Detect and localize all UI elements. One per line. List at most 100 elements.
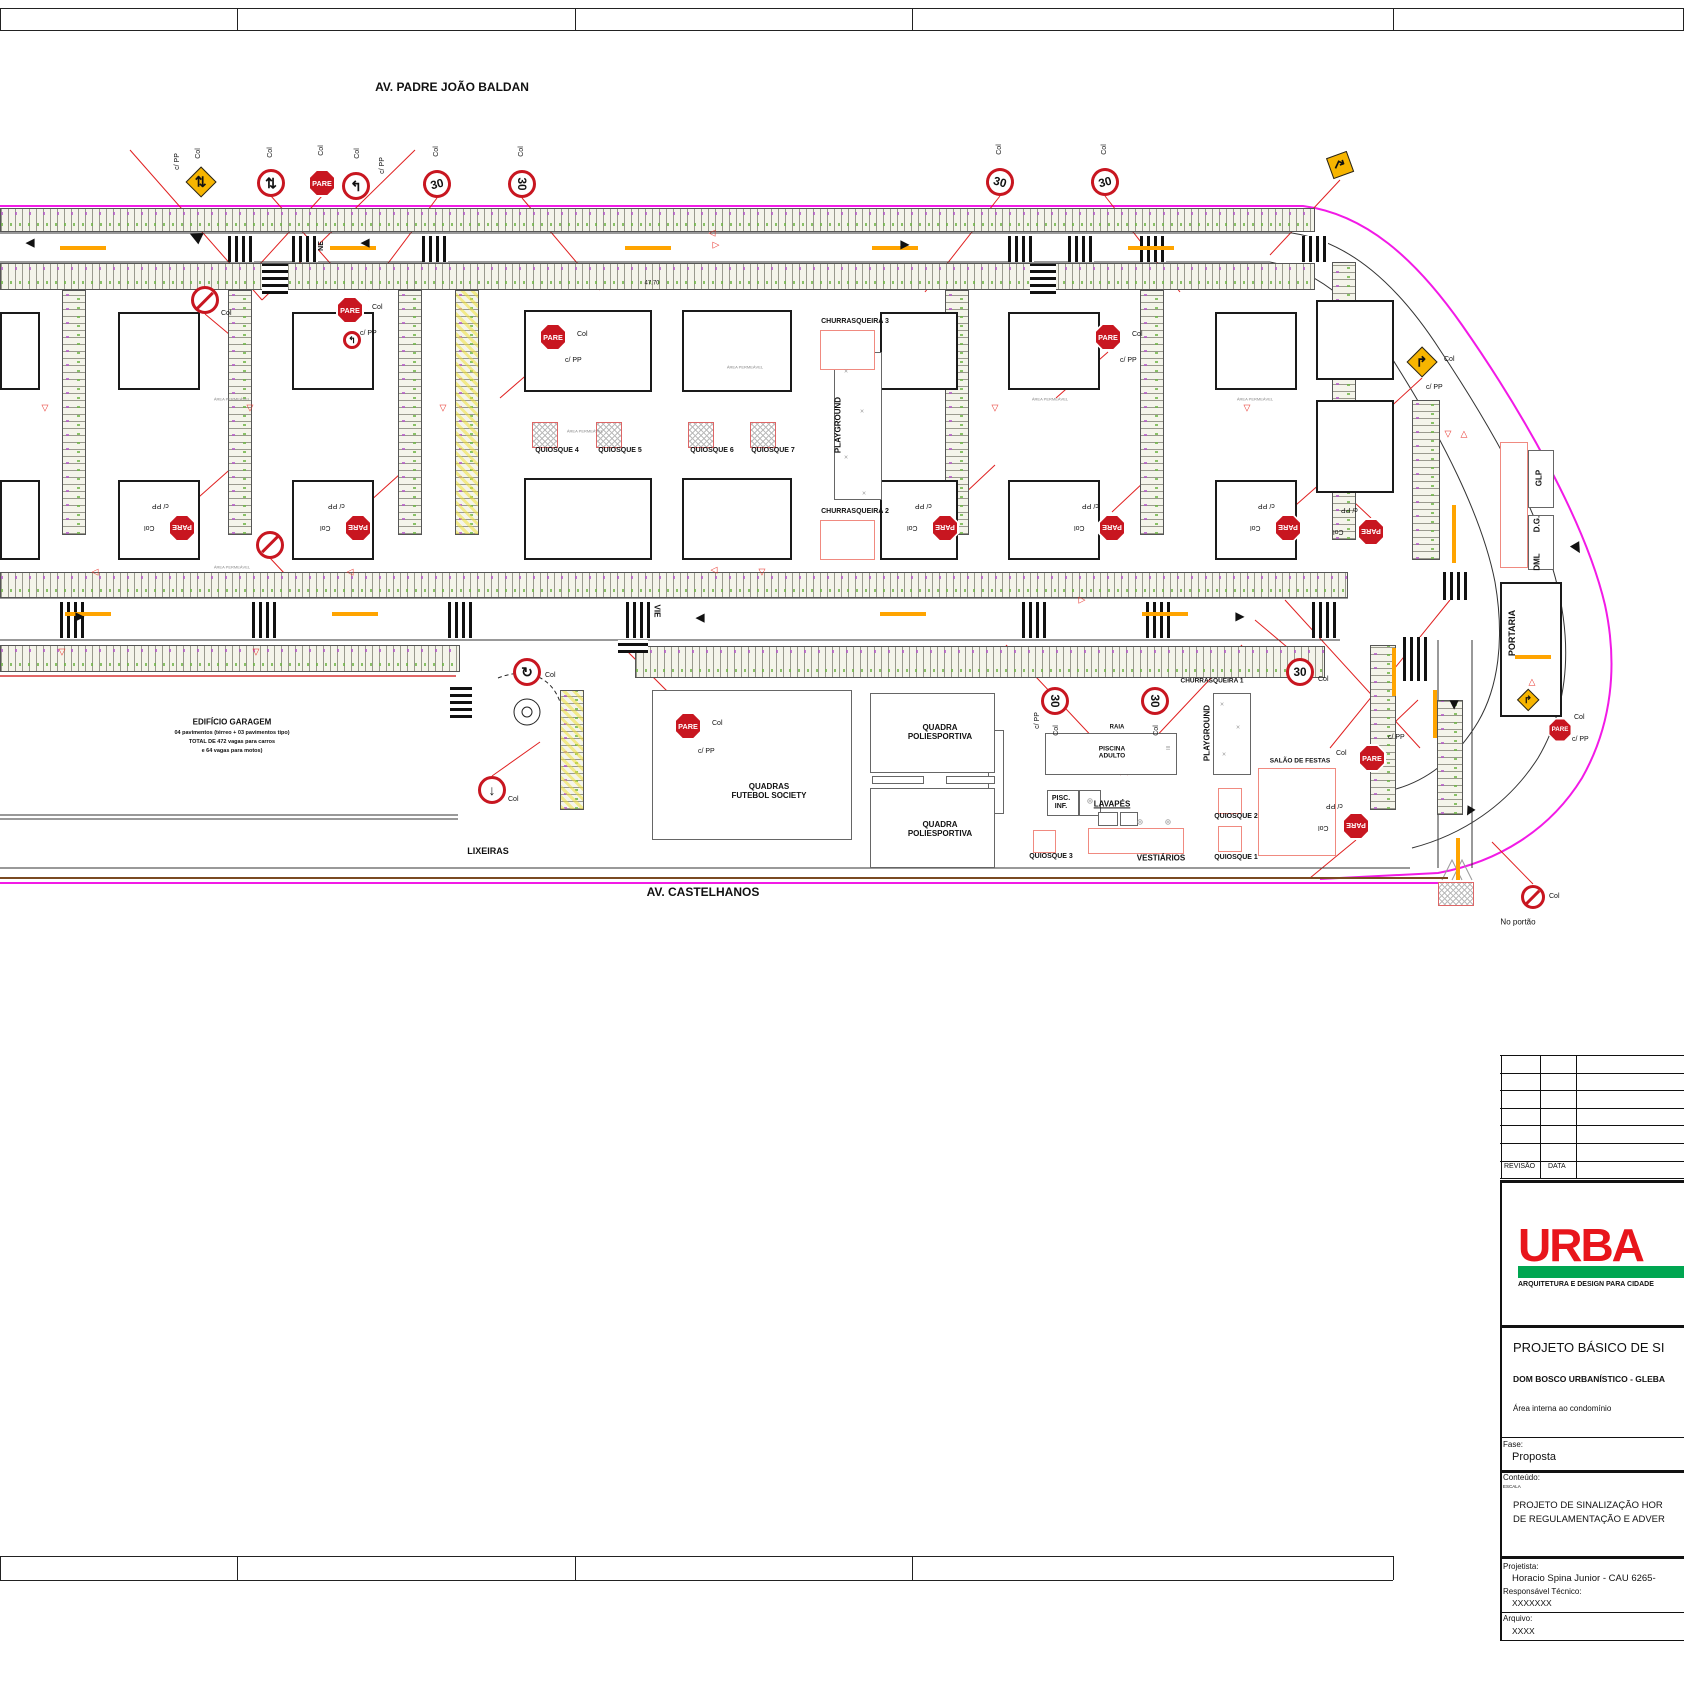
crosswalk	[422, 236, 448, 262]
sign-annotation: c/ PP	[152, 502, 169, 509]
apartment-block	[0, 480, 40, 560]
plan-label: VESTIÁRIOS	[1136, 853, 1186, 863]
parking-strip	[1140, 290, 1164, 535]
c-left-sign: ↰	[343, 331, 361, 349]
amenity-outline	[1500, 442, 1528, 568]
crosswalk	[262, 264, 288, 294]
plan-label: 47.70	[644, 280, 660, 287]
apartment-block	[118, 312, 200, 390]
s30-icon: 30	[1286, 658, 1314, 686]
parking-strip	[228, 290, 252, 535]
road-marking-orange	[872, 246, 918, 250]
facility-outline	[872, 776, 924, 784]
plan-label: GLP	[1534, 469, 1544, 487]
sign-annotation: c/ PP	[1426, 384, 1443, 391]
sign-annotation: Col	[317, 145, 325, 156]
plan-label: NE	[317, 241, 325, 251]
projetista-label: Projetista:	[1503, 1562, 1539, 1571]
s30-icon: 30	[1041, 687, 1069, 715]
plan-label: PLAYGROUND	[833, 396, 843, 454]
road-marking-orange	[880, 612, 926, 616]
pare-icon: PARE	[344, 514, 372, 542]
apartment-block	[682, 310, 792, 392]
sign-annotation: c/ PP	[1033, 712, 1041, 729]
sign-annotation: c/ PP	[1258, 502, 1275, 509]
plan-label: DML	[1532, 553, 1542, 571]
amenity-outline	[1033, 830, 1056, 853]
arquivo-label: Arquivo:	[1503, 1614, 1533, 1623]
plan-label: QUIOSQUE 7	[751, 446, 795, 454]
c_round-icon: ↻	[513, 658, 541, 686]
equipment-icon: ×	[859, 408, 865, 416]
equipment-icon: ⊛	[1136, 817, 1144, 827]
titleblock-line	[1500, 1325, 1684, 1328]
yield-triangle-marking: ◁	[91, 566, 99, 577]
pare-icon: PARE	[931, 514, 959, 542]
hatched-area	[750, 422, 776, 448]
crosswalk	[450, 686, 472, 718]
plan-label: QUIOSQUE 6	[690, 446, 734, 454]
hatched-area	[688, 422, 714, 448]
pare-icon: PARE	[1357, 518, 1385, 546]
equipment-icon: ≡	[1165, 743, 1171, 753]
sign-annotation: Col	[1074, 524, 1085, 531]
plan-label: ÁREA PERMEÁVEL	[1031, 396, 1069, 402]
parking-strip	[1437, 700, 1463, 815]
logo-green-bar	[1518, 1266, 1684, 1278]
apartment-block	[292, 480, 374, 560]
facility-outline	[1047, 790, 1079, 816]
sign-annotation: Col	[266, 147, 274, 158]
yield-triangle-marking: ◁	[346, 566, 354, 577]
street-label-bottom: AV. CASTELHANOS	[646, 885, 760, 900]
frame-line	[0, 30, 1684, 31]
crosswalk	[1068, 236, 1094, 262]
yield-triangle-marking: ▽	[758, 566, 766, 577]
facility-outline	[1098, 812, 1118, 826]
titleblock-line	[1500, 1125, 1684, 1127]
road-marking-orange	[1515, 655, 1551, 659]
c-noleft-sign	[256, 531, 284, 559]
crosswalk	[252, 602, 278, 638]
parking-strip	[0, 572, 1348, 598]
sign-annotation: Col	[995, 144, 1003, 155]
crosswalk	[618, 640, 648, 653]
sign-annotation: Col	[353, 148, 361, 159]
parking-strip	[455, 290, 479, 535]
crosswalk	[1403, 637, 1429, 681]
crosswalk	[1022, 602, 1048, 638]
plan-label: PLAYGROUND	[1202, 704, 1212, 762]
apartment-block	[524, 478, 652, 560]
projetista-value: Horacio Spina Junior - CAU 6265-	[1512, 1573, 1656, 1584]
conteudo-line2: DE REGULAMENTAÇÃO E ADVER	[1513, 1514, 1665, 1525]
c_2way-icon: ⇅	[257, 169, 285, 197]
hatched-area	[532, 422, 558, 448]
crosswalk	[1443, 572, 1471, 600]
titleblock-line	[1576, 1055, 1577, 1178]
parking-strip	[1412, 400, 1440, 560]
crosswalk	[228, 236, 254, 262]
facility-outline	[870, 693, 995, 773]
sign-annotation: c/ PP	[565, 357, 582, 364]
road-marking-orange	[60, 246, 106, 250]
sign-annotation: c/ PP	[378, 157, 386, 174]
sign-annotation: Col	[1152, 725, 1160, 736]
facility-outline	[946, 776, 995, 784]
sign-annotation: Col	[194, 148, 202, 159]
frame-tick	[0, 1556, 1, 1580]
project-title: PROJETO BÁSICO DE SI	[1513, 1340, 1665, 1355]
facility-outline	[834, 352, 882, 500]
sign-annotation: Col	[1052, 725, 1060, 736]
apartment-block	[1316, 300, 1394, 380]
plan-label: LIXEIRAS	[467, 845, 509, 856]
amenity-outline	[1088, 828, 1184, 854]
plan-label: SALÃO DE FESTAS	[1269, 757, 1331, 765]
sign-annotation: Col	[1132, 331, 1143, 338]
